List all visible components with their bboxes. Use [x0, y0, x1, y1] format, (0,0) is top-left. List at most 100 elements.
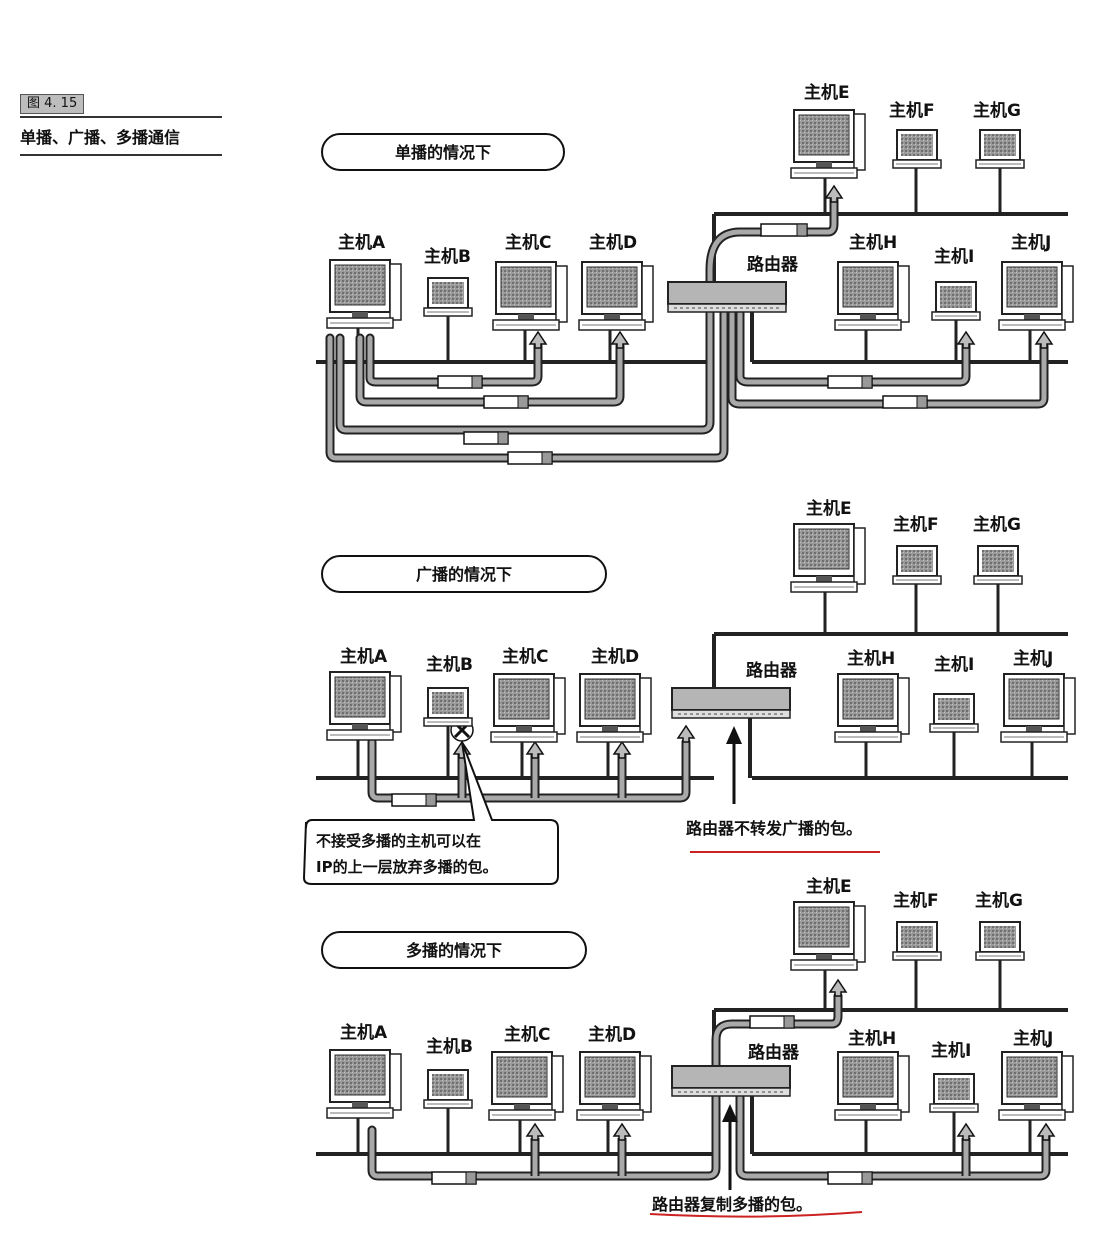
packet-icon	[391, 793, 437, 807]
router-note-multicast: 路由器复制多播的包。	[652, 1195, 812, 1214]
tower	[639, 1055, 652, 1113]
host-c	[492, 261, 568, 331]
host-h	[834, 1051, 910, 1121]
laptop-screen	[938, 698, 970, 720]
arrow-up-icon	[1034, 330, 1054, 349]
monitor-stand	[1026, 726, 1042, 732]
monitor-screen	[842, 266, 894, 308]
host-d-label: 主机D	[589, 232, 637, 253]
host-j	[1000, 673, 1076, 743]
host-i	[929, 693, 979, 733]
monitor-screen	[498, 678, 550, 720]
packet-icon	[760, 223, 808, 237]
monitor-stand	[816, 162, 832, 168]
tower	[897, 677, 910, 735]
arrow-up-icon	[676, 724, 696, 743]
monitor-screen	[584, 1056, 636, 1098]
host-f	[892, 921, 942, 961]
arrow-up-icon	[722, 1104, 738, 1122]
host-h-label: 主机H	[848, 1028, 896, 1049]
arrow-up-icon	[726, 726, 742, 744]
host-e	[790, 109, 866, 179]
packet-icon	[437, 375, 483, 389]
tower	[551, 1055, 564, 1113]
arrow-up-icon	[612, 740, 632, 759]
packet-icon	[507, 451, 553, 465]
host-f	[892, 545, 942, 585]
callout-text-line1: 不接受多播的主机可以在	[316, 832, 481, 850]
monitor-screen	[1008, 678, 1060, 720]
laptop-screen	[982, 550, 1014, 572]
host-c	[488, 1051, 564, 1121]
arrow-up-icon	[612, 1122, 632, 1141]
host-f-label: 主机F	[893, 890, 939, 911]
arrow-up-icon	[528, 330, 548, 349]
host-c-label: 主机C	[505, 232, 551, 253]
monitor-stand	[514, 1104, 530, 1110]
host-i-label: 主机I	[931, 1040, 971, 1061]
arrow-up-icon	[824, 184, 844, 203]
laptop-screen	[940, 286, 972, 308]
monitor-screen	[798, 906, 850, 948]
host-a	[326, 671, 402, 741]
monitor-screen	[586, 266, 638, 308]
arrow-up-icon	[525, 740, 545, 759]
panel-caption-unicast: 单播的情况下	[395, 143, 491, 162]
laptop-screen	[901, 134, 933, 156]
host-g	[973, 545, 1023, 585]
tower	[853, 905, 866, 963]
panel-caption-broadcast-frame	[321, 555, 607, 593]
host-b-label: 主机B	[424, 246, 471, 267]
packet-icon	[882, 395, 928, 409]
monitor-stand	[860, 1104, 876, 1110]
monitor-screen	[500, 266, 552, 308]
packet-icon	[483, 395, 529, 409]
host-b-label: 主机B	[426, 654, 473, 675]
router-body	[667, 281, 787, 305]
tower	[389, 1053, 402, 1111]
host-b	[423, 1069, 473, 1109]
host-b	[423, 687, 473, 727]
tower	[897, 265, 910, 323]
host-c	[490, 673, 566, 743]
host-g-label: 主机G	[975, 890, 1023, 911]
tower	[897, 1055, 910, 1113]
laptop-screen	[984, 926, 1016, 948]
router-note-underline	[649, 1211, 863, 1218]
monitor-stand	[518, 314, 534, 320]
host-h	[834, 673, 910, 743]
packet-icon	[827, 1171, 873, 1185]
arrow-up-icon	[956, 1122, 976, 1141]
figure-rule-top	[20, 116, 222, 118]
tower	[389, 263, 402, 321]
monitor-screen	[1006, 1056, 1058, 1098]
monitor-screen	[842, 678, 894, 720]
laptop-screen	[432, 282, 464, 304]
panel-caption-multicast: 多播的情况下	[406, 941, 502, 960]
router-note-broadcast: 路由器不转发广播的包。	[686, 819, 862, 838]
arrow-up-icon	[610, 330, 630, 349]
host-b	[423, 277, 473, 317]
host-f-label: 主机F	[889, 100, 935, 121]
tower	[641, 265, 654, 323]
router-label: 路由器	[748, 1042, 800, 1063]
monitor-stand	[352, 1102, 368, 1108]
monitor-stand	[352, 724, 368, 730]
host-a-label: 主机A	[340, 1022, 388, 1043]
arrow-up-icon	[956, 330, 976, 349]
tower	[1063, 677, 1076, 735]
host-e	[790, 901, 866, 971]
tower	[639, 677, 652, 735]
router-body	[671, 687, 791, 711]
laptop-screen	[432, 1074, 464, 1096]
multicast-flow-right	[735, 1091, 1051, 1181]
host-j-label: 主机J	[1013, 648, 1053, 669]
laptop-screen	[901, 926, 933, 948]
callout-text-line2: IP的上一层放弃多播的包。	[316, 858, 498, 876]
packet-icon	[827, 375, 873, 389]
monitor-stand	[816, 576, 832, 582]
monitor-screen	[798, 528, 850, 570]
monitor-stand	[602, 726, 618, 732]
host-e-label: 主机E	[806, 498, 852, 519]
figure-number: 图 4. 15	[20, 94, 85, 114]
